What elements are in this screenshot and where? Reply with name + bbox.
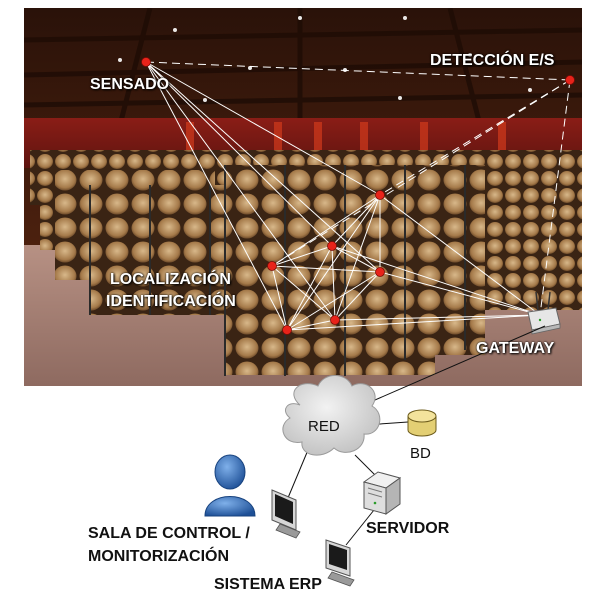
sensor-mesh — [145, 61, 571, 331]
label-identificacion: IDENTIFICACIÓN — [106, 293, 236, 310]
wireless-gateway-icon — [527, 291, 561, 335]
sensor-node — [267, 261, 277, 271]
label-gateway: GATEWAY — [476, 340, 555, 357]
label-sensado: SENSADO — [90, 76, 170, 93]
server-icon — [362, 471, 402, 515]
cloud-icon — [282, 375, 381, 456]
label-monitorizacion: MONITORIZACIÓN — [88, 548, 230, 565]
sensor-node — [375, 267, 385, 277]
sensor-node-sensado — [141, 57, 151, 67]
label-deteccion: DETECCIÓN E/S — [430, 52, 555, 69]
sensor-node — [375, 190, 385, 200]
label-bd: BD — [410, 445, 431, 462]
label-red: RED — [308, 418, 340, 435]
label-localizacion: LOCALIZACIÓN — [110, 271, 231, 288]
monitor-icon — [325, 539, 355, 587]
user-icon — [204, 454, 256, 517]
label-sistema-erp: SISTEMA ERP — [214, 576, 322, 593]
database-icon — [407, 409, 437, 437]
sensor-node-deteccion — [565, 75, 575, 85]
cellar-photo — [24, 8, 582, 386]
sensor-node — [330, 315, 340, 325]
label-servidor: SERVIDOR — [366, 520, 450, 537]
monitor-icon — [271, 489, 301, 539]
label-sala-control: SALA DE CONTROL / — [88, 525, 250, 542]
sensor-node — [282, 325, 292, 335]
sensor-node — [327, 241, 337, 251]
